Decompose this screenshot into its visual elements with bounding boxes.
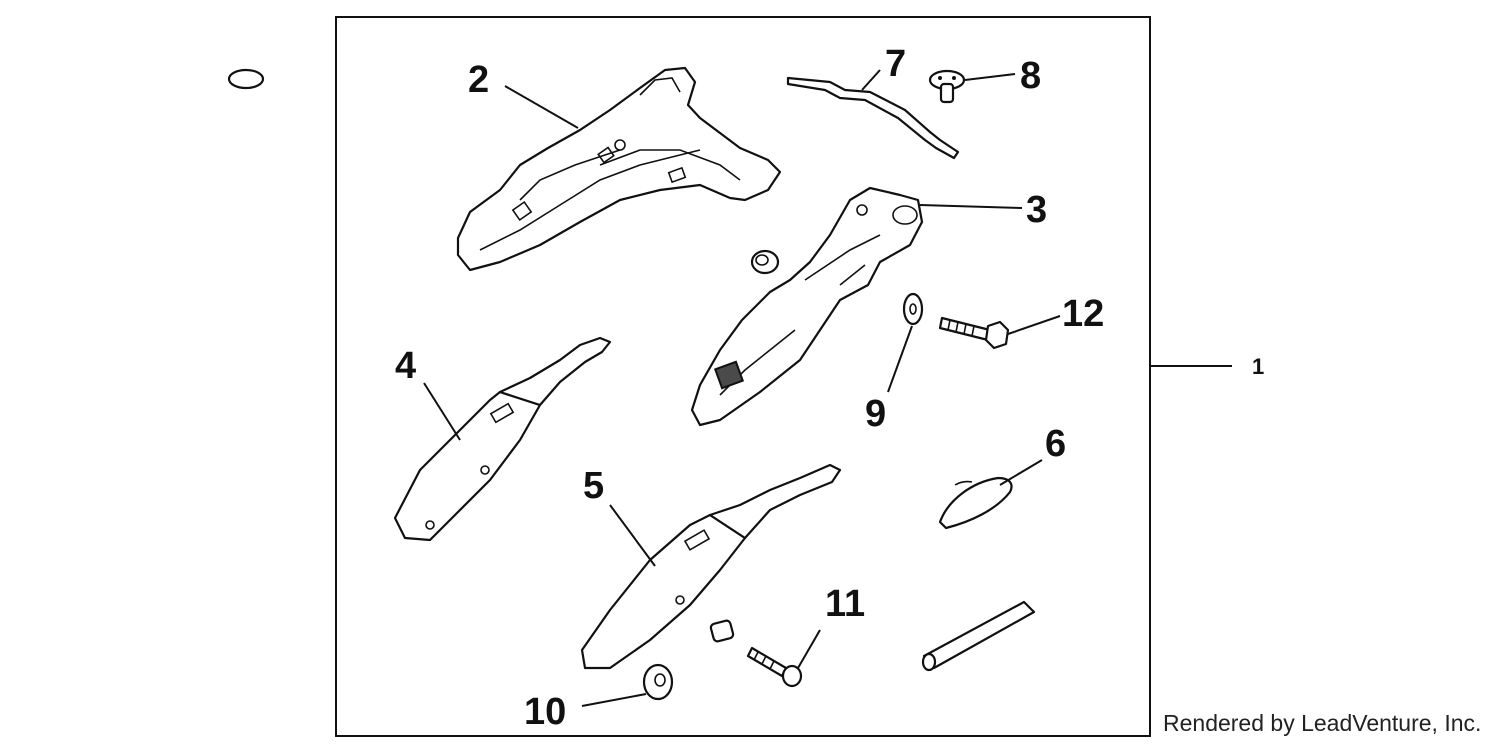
leader-7: [861, 69, 881, 91]
part-7-strip: [786, 76, 960, 160]
callout-12: 12: [1062, 293, 1104, 335]
part-9-washer: [902, 292, 924, 326]
leader-4: [423, 382, 461, 441]
part-10-washer: [642, 663, 674, 701]
part-3-arm: [690, 186, 924, 427]
leader-5: [609, 504, 656, 567]
leader-8: [964, 73, 1016, 81]
rod: [921, 600, 1036, 672]
leader-10: [581, 693, 647, 707]
leader-11: [797, 629, 821, 669]
callout-3: 3: [1026, 189, 1047, 231]
callout-5: 5: [583, 465, 604, 507]
leader-9: [887, 325, 913, 393]
part-5-lever: [580, 463, 842, 670]
callout-7: 7: [885, 43, 906, 85]
callout-1: 1: [1252, 354, 1264, 379]
grommet: [750, 249, 780, 275]
callout-8: 8: [1020, 55, 1041, 97]
callout-10: 10: [524, 691, 566, 733]
part-11-screw: [709, 619, 803, 688]
leader-6: [999, 459, 1043, 486]
kit-frame: [335, 16, 1151, 737]
leader-12: [1007, 315, 1061, 335]
part-8-screw: [227, 68, 966, 104]
part-2-bracket: [456, 66, 782, 272]
callout-9: 9: [865, 393, 886, 435]
callout-11: 11: [825, 583, 865, 625]
leader-3: [919, 204, 1023, 209]
part-12-bolt: [938, 316, 1010, 350]
callout-2: 2: [468, 59, 489, 101]
callout-6: 6: [1045, 423, 1066, 465]
leader-2: [504, 85, 579, 129]
render-credit: Rendered by LeadVenture, Inc.: [1163, 710, 1482, 736]
part-4-lever: [393, 336, 612, 542]
callout-4: 4: [395, 345, 416, 387]
part-6-cap: [938, 476, 1013, 530]
